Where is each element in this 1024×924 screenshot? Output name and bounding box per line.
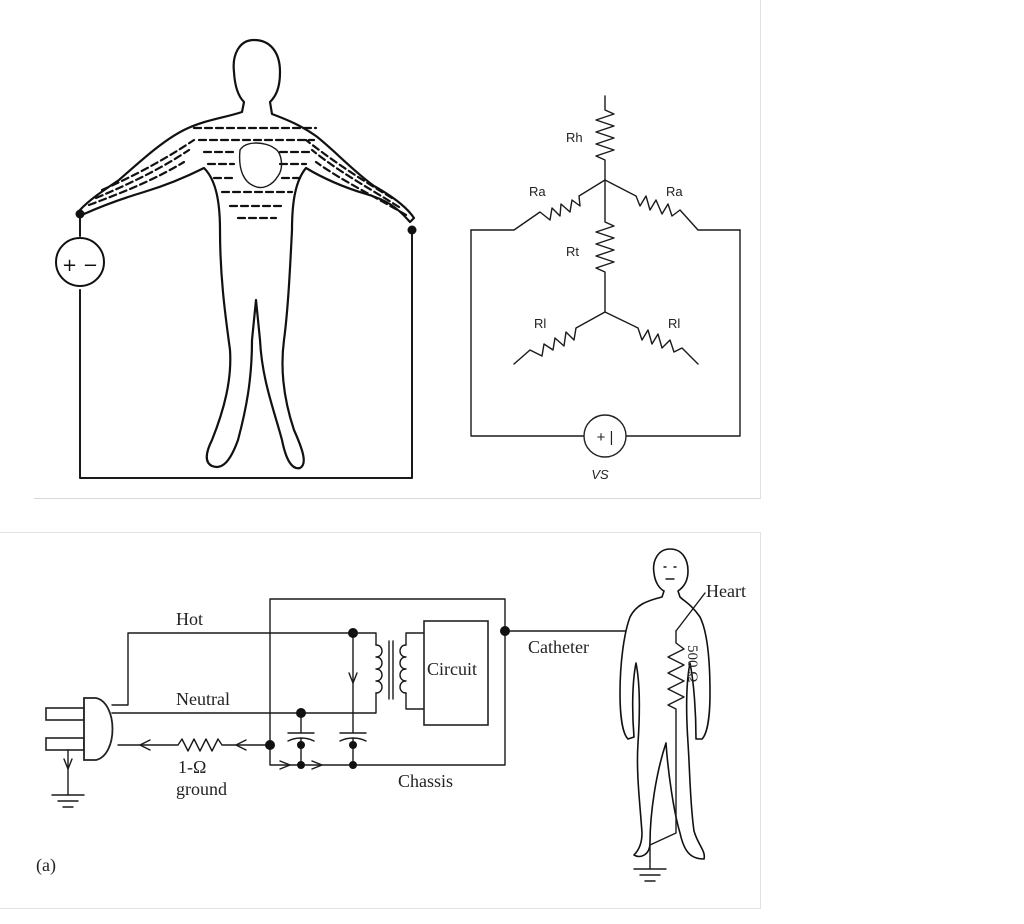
left-hand-contact: [75, 209, 85, 219]
label-rl-left: Rl: [534, 316, 546, 331]
microshock-circuit-figure: Hot Neutral Circuit Catheter Heart Chass…: [36, 548, 746, 882]
resistor-arm-right: [604, 179, 741, 231]
leakage-capacitors: [287, 708, 367, 769]
label-ra-left: Ra: [529, 184, 546, 199]
label-catheter: Catheter: [528, 637, 589, 657]
hot-wire: [111, 632, 354, 706]
body-resistor: [649, 630, 685, 862]
schematic-source-label: VS: [591, 467, 609, 482]
bottom-figure-panel: Hot Neutral Circuit Catheter Heart Chass…: [0, 532, 761, 909]
resistor-trunk: [595, 179, 615, 313]
ground-arrow: [139, 739, 151, 751]
circuit-box: [423, 620, 489, 726]
label-rh: Rh: [566, 130, 583, 145]
resistor-leg-left: [513, 311, 606, 365]
chassis-outline: [269, 598, 506, 766]
schematic-source-polarity: + |: [597, 429, 614, 446]
patient-face: [663, 566, 677, 580]
label-ra-right: Ra: [666, 184, 683, 199]
label-ground: ground: [176, 779, 227, 799]
body-resistance-schematic: + | VS Rh Ra Ra Rt Rl Rl: [470, 95, 741, 482]
label-rt: Rt: [566, 244, 579, 259]
label-hot: Hot: [176, 609, 203, 629]
plug-ground-symbol: [51, 794, 85, 808]
label-circuit: Circuit: [427, 659, 477, 679]
label-ground-resistor: 1-Ω: [178, 757, 206, 777]
transformer: [352, 632, 425, 714]
right-hand-contact: [407, 225, 417, 235]
ground-wire: [117, 738, 271, 752]
resistor-arm-left: [470, 179, 606, 231]
current-path-dashes: [87, 126, 408, 220]
label-heart: Heart: [706, 581, 746, 601]
voltage-source-polarity: + −: [62, 255, 98, 276]
power-plug: [45, 697, 114, 808]
label-panel-a: (a): [36, 855, 56, 876]
resistor-head: [595, 95, 615, 181]
label-rl-right: Rl: [668, 316, 680, 331]
top-figure-panel: + − + | VS Rh Ra Ra Rt Rl Rl: [34, 0, 761, 499]
patient-ground-symbol: [633, 860, 667, 882]
body-current-path-figure: + − + | VS Rh Ra Ra Rt Rl Rl: [55, 38, 741, 482]
schematic-source-symbol: [583, 414, 627, 458]
voltage-source-symbol: [55, 237, 105, 287]
label-body-resistance: 500 Ω: [684, 645, 700, 682]
label-chassis: Chassis: [398, 771, 453, 791]
resistor-leg-right: [604, 311, 699, 365]
patient-silhouette: [619, 548, 711, 860]
label-neutral: Neutral: [176, 689, 230, 709]
heart-outline: [238, 142, 283, 189]
human-silhouette: [78, 38, 416, 470]
schematic-loop-wire: [470, 229, 741, 437]
